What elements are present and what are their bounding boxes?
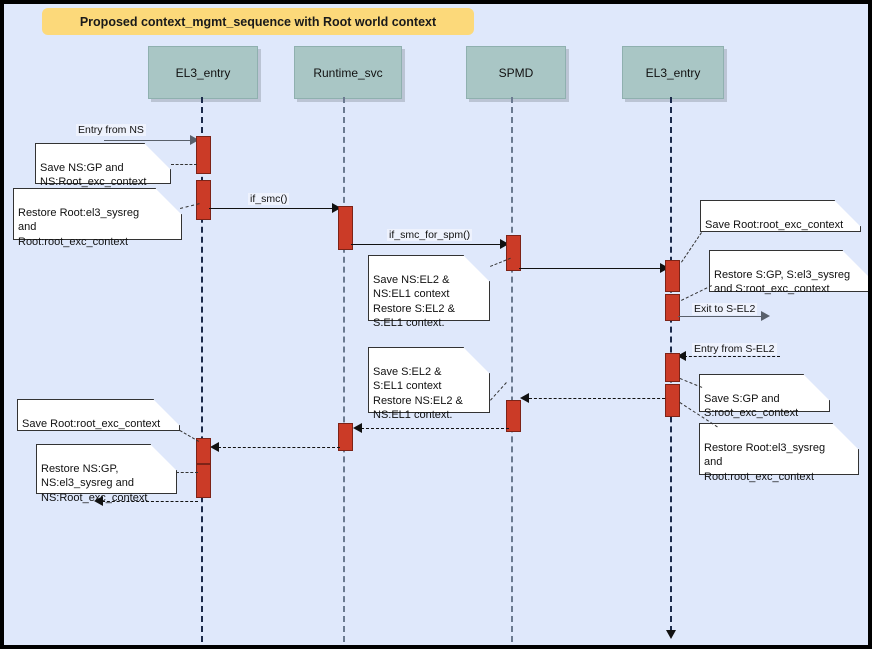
activation-el3-entry-s-1 xyxy=(665,260,680,292)
lifeline-end-arrow-el3-entry-s xyxy=(666,630,676,639)
note-leader-8 xyxy=(490,382,507,401)
note-save-ns-gp: Save NS:GP and NS:Root_exc_context xyxy=(35,143,171,188)
note-restore-root-el3-sysreg: Restore Root:el3_sysreg and Root:root_ex… xyxy=(13,188,182,248)
message-label-entry-from-ns: Entry from NS xyxy=(76,124,146,136)
actor-box-runtime-svc[interactable]: Runtime_svc xyxy=(294,46,402,99)
activation-el3-entry-s-2 xyxy=(665,294,680,321)
note-fold-corner xyxy=(155,188,182,215)
note-save-s-el2-restore-ns-el2: Save S:EL2 & S:EL1 context Restore NS:EL… xyxy=(368,347,490,421)
note-text: Save S:GP and S:root_exc_context xyxy=(704,392,799,420)
message-arrowhead-exit-to-s-el2 xyxy=(761,311,770,321)
note-fold-corner xyxy=(803,374,830,401)
message-line-spmd-to-runtime-svc xyxy=(361,428,509,429)
activation-el3-entry-ns-1 xyxy=(196,136,211,174)
message-arrowhead-entry-from-s-el2 xyxy=(677,351,686,361)
note-restore-s-gp-sysreg: Restore S:GP, S:el3_sysreg and S:root_ex… xyxy=(709,250,868,295)
note-save-ns-el2-restore-s-el2: Save NS:EL2 & NS:EL1 context Restore S:E… xyxy=(368,255,490,329)
activation-el3-entry-s-4 xyxy=(665,384,680,417)
message-line-entry-from-ns xyxy=(104,140,192,141)
message-label-if-smc: if_smc() xyxy=(248,193,290,205)
note-leader-5 xyxy=(681,285,712,301)
message-arrowhead-return-to-ns xyxy=(94,496,103,506)
note-fold-corner xyxy=(832,423,859,450)
message-line-entry-from-s-el2 xyxy=(684,356,780,357)
actor-label: Runtime_svc xyxy=(313,65,383,80)
message-arrowhead-if-smc xyxy=(332,203,341,213)
message-line-if-smc-for-spm xyxy=(351,244,503,245)
note-restore-root-el3-sysreg-right: Restore Root:el3_sysreg and Root:root_ex… xyxy=(699,423,859,483)
note-save-root-exc-context-right: Save Root:root_exc_context xyxy=(700,200,861,232)
note-fold-corner xyxy=(144,143,171,170)
message-line-el3-entry-s-to-spmd xyxy=(529,398,665,399)
note-text: Save Root:root_exc_context xyxy=(705,218,844,231)
diagram-title-banner: Proposed context_mgmt_sequence with Root… xyxy=(42,8,474,35)
message-line-runtime-svc-to-el3-entry-ns xyxy=(218,447,340,448)
note-leader-10 xyxy=(176,472,198,473)
message-label-if-smc-for-spm: if_smc_for_spm() xyxy=(387,229,473,241)
activation-runtime-svc-1 xyxy=(338,206,353,250)
note-text: Save Root:root_exc_context xyxy=(22,417,161,430)
actor-box-el3-entry-s[interactable]: EL3_entry xyxy=(622,46,724,99)
actor-box-el3-entry-ns[interactable]: EL3_entry xyxy=(148,46,258,99)
activation-runtime-svc-2 xyxy=(338,423,353,451)
message-arrowhead-runtime-svc-to-el3-entry-ns xyxy=(210,442,219,452)
activation-el3-entry-ns-4 xyxy=(196,464,211,498)
message-label-exit-to-s-el2: Exit to S-EL2 xyxy=(692,303,758,315)
note-text: Save NS:GP and NS:Root_exc_context xyxy=(40,161,147,189)
note-text: Restore Root:el3_sysreg and Root:root_ex… xyxy=(704,441,826,483)
note-text: Restore Root:el3_sysreg and Root:root_ex… xyxy=(18,206,140,248)
message-line-return-to-ns xyxy=(102,501,198,502)
message-arrowhead-spmd-to-el3-entry-s xyxy=(660,263,669,273)
note-save-s-gp: Save S:GP and S:root_exc_context xyxy=(699,374,830,419)
activation-spmd-1 xyxy=(506,235,521,271)
sequence-diagram-canvas: Proposed context_mgmt_sequence with Root… xyxy=(4,4,868,645)
note-restore-ns-gp: Restore NS:GP, NS:el3_sysreg and NS:Root… xyxy=(36,444,177,504)
actor-box-spmd[interactable]: SPMD xyxy=(466,46,566,99)
message-arrowhead-entry-from-ns xyxy=(190,135,199,145)
note-leader-4 xyxy=(681,232,702,263)
activation-spmd-2 xyxy=(506,400,521,432)
actor-label: EL3_entry xyxy=(645,65,701,80)
message-label-entry-from-s-el2: Entry from S-EL2 xyxy=(692,343,777,355)
message-line-if-smc xyxy=(209,208,334,209)
message-arrowhead-if-smc-for-spm xyxy=(500,239,509,249)
note-save-root-exc-context-left: Save Root:root_exc_context xyxy=(17,399,180,431)
note-leader-9 xyxy=(179,430,200,442)
message-arrowhead-spmd-to-runtime-svc xyxy=(353,423,362,433)
message-line-spmd-to-el3-entry-s xyxy=(519,268,663,269)
note-leader-1 xyxy=(171,164,197,165)
note-fold-corner xyxy=(463,255,490,282)
note-fold-corner xyxy=(150,444,177,471)
note-text: Restore NS:GP, NS:el3_sysreg and NS:Root… xyxy=(41,462,148,504)
activation-el3-entry-ns-3 xyxy=(196,438,211,464)
actor-label: SPMD xyxy=(498,65,534,80)
lifeline-spmd xyxy=(511,97,513,642)
note-text: Save NS:EL2 & NS:EL1 context Restore S:E… xyxy=(373,273,455,330)
note-text: Save S:EL2 & S:EL1 context Restore NS:EL… xyxy=(373,365,463,422)
lifeline-runtime-svc xyxy=(343,97,345,642)
actor-label: EL3_entry xyxy=(175,65,231,80)
message-line-exit-to-s-el2 xyxy=(678,316,764,317)
message-arrowhead-el3-entry-s-to-spmd xyxy=(520,393,529,403)
activation-el3-entry-ns-2 xyxy=(196,180,211,220)
lifeline-el3-entry-ns xyxy=(201,97,203,642)
note-fold-corner xyxy=(463,347,490,374)
activation-el3-entry-s-3 xyxy=(665,353,680,382)
note-text: Restore S:GP, S:el3_sysreg and S:root_ex… xyxy=(714,268,851,296)
